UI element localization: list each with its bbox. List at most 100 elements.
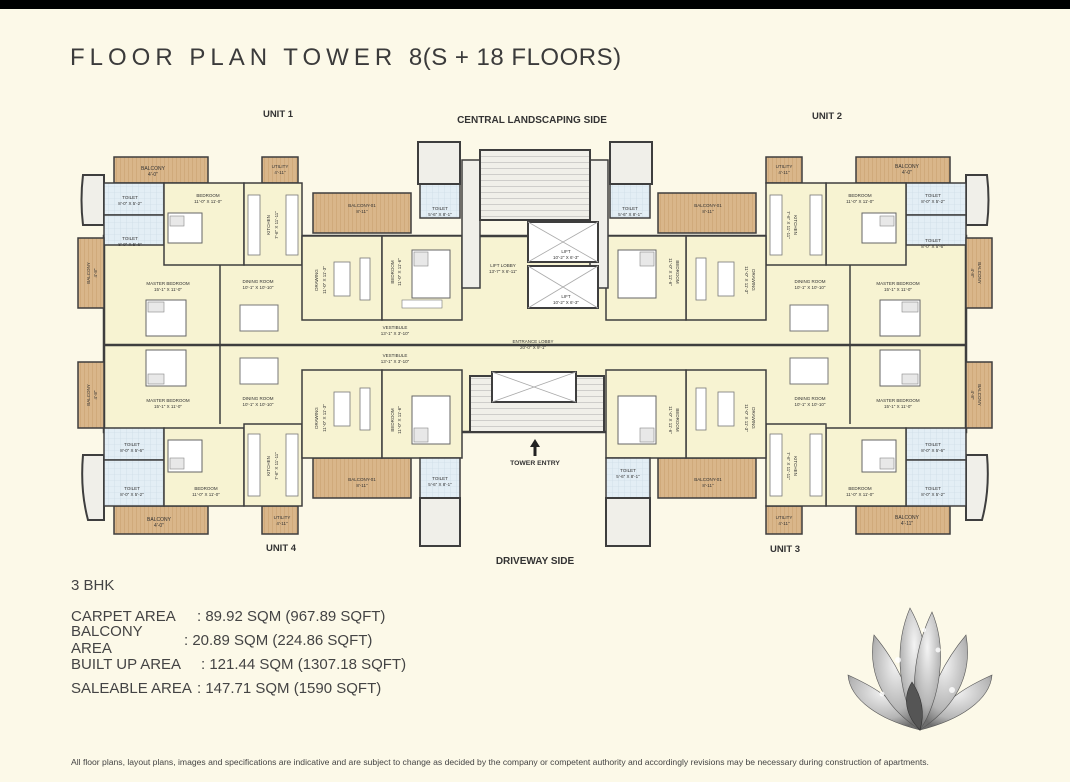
unit4-bedroom2-label: BEDROOM xyxy=(390,408,395,432)
unit4-toilet1-dim: 8'-0" X 5'-6" xyxy=(120,448,144,453)
unit2-bedroom2-dim: 11'-0" X 11'-6" xyxy=(668,258,673,286)
unit2-drawing-label: DRAWING xyxy=(751,269,756,291)
unit3-toilet3-label: TOILET xyxy=(620,468,636,473)
unit1-toilet1-dim: 8'-0" X 5'-2" xyxy=(118,201,142,206)
unit3-utility-dim: 4'-11" xyxy=(778,521,790,526)
unit2-side-balcony-dim: 4'-8" xyxy=(970,269,975,278)
unit4-kitchen-label: KITCHEN xyxy=(266,456,271,476)
unit-3: BALCONY 4'-11" TOILET 8'-0" X 5'-6" TOIL… xyxy=(605,345,993,547)
unit-label-3: UNIT 3 xyxy=(770,544,800,555)
unit4-toilet3-label: TOILET xyxy=(432,476,448,481)
unit3-balcony01-label: BALCONY-01 xyxy=(694,477,722,482)
spec-label: BUILT UP AREA xyxy=(71,655,182,673)
unit1-bedroom-dim: 11'-0" X 11'-0" xyxy=(194,199,222,204)
unit2-bedroom2-label: BEDROOM xyxy=(675,260,680,284)
title-number: 8 xyxy=(408,44,423,71)
unit4-side-balcony-dim: 4'-8" xyxy=(93,390,98,399)
unit-label-1: UNIT 1 xyxy=(263,109,294,120)
spec-row-built-up: BUILT UP AREA : 121.44 SQM (1307.18 SQFT… xyxy=(71,652,406,676)
unit3-dining-dim: 10'-1" X 10'-10" xyxy=(795,402,826,407)
disclaimer-text: All floor plans, layout plans, images an… xyxy=(71,757,929,767)
entrance-lobby-dim: 20'-0" X 9'-1" xyxy=(520,345,546,350)
unit1-balcony01-label: BALCONY-01 xyxy=(348,203,376,208)
unit4-vestibule-dim: 13'-1" X 3'-10" xyxy=(381,359,410,364)
unit3-balcony-dim: 4'-11" xyxy=(901,521,914,527)
spec-label: SALEABLE AREA xyxy=(71,679,192,697)
unit4-kitchen-dim: 7'-6" X 11'-11" xyxy=(274,452,279,480)
spec-row-saleable: SALEABLE AREA : 147.71 SQM (1590 SQFT) xyxy=(71,676,406,700)
unit3-toilet2-label: TOILET xyxy=(925,486,941,491)
unit3-bedroom-label: BEDROOM xyxy=(848,486,872,491)
unit3-drawing-dim: 11'-0" X 11'-3" xyxy=(744,404,749,432)
unit1-master-bedroom-label: MASTER BEDROOM xyxy=(146,281,190,286)
unit1-balcony01-dim: 8'-11" xyxy=(356,209,368,214)
top-bar xyxy=(0,0,1070,9)
unit1-dining-label: DINING ROOM xyxy=(243,279,274,284)
unit1-kitchen-dim: 7'-6" X 11'-11" xyxy=(274,211,279,239)
specs-section: 3 BHK CARPET AREA : 89.92 SQM (967.89 SQ… xyxy=(71,577,406,700)
unit-label-4: UNIT 4 xyxy=(266,543,297,554)
unit-4: BALCONY 4'-0" TOILET 8'-0" X 5'-6" TOILE… xyxy=(77,345,463,547)
unit3-master-bedroom-dim: 15'-1" X 11'-0" xyxy=(884,404,912,409)
unit2-toilet3-dim: 5'-6" X 8'-1" xyxy=(618,212,642,217)
unit4-balcony-label: BALCONY xyxy=(147,517,172,523)
unit3-kitchen-dim: 7'-6" X 11'-11" xyxy=(786,452,791,480)
unit-label-2: UNIT 2 xyxy=(812,111,842,122)
unit2-utility-dim: 4'-11" xyxy=(778,170,790,175)
title-suffix: (S + 18 FLOORS) xyxy=(422,44,622,71)
unit2-balcony01-dim: 8'-11" xyxy=(702,209,714,214)
unit2-kitchen-label: KITCHEN xyxy=(793,215,798,235)
unit1-bedroom-label: BEDROOM xyxy=(196,193,220,198)
lift1-dim: 10'-2" X 6'-3" xyxy=(553,255,579,260)
unit2-bedroom-dim: 11'-0" X 11'-0" xyxy=(846,199,874,204)
unit2-drawing-dim: 11'-0" X 11'-3" xyxy=(744,266,749,294)
unit3-balcony01-dim: 8'-11" xyxy=(702,483,714,488)
unit2-kitchen-dim: 7'-6" X 11'-11" xyxy=(786,211,791,239)
unit4-drawing-label: DRAWING xyxy=(314,407,319,429)
lotus-flower-image xyxy=(847,607,993,731)
spec-label: CARPET AREA xyxy=(71,607,176,625)
unit3-toilet2-dim: 8'-0" X 5'-2" xyxy=(921,492,945,497)
unit4-toilet1-label: TOILET xyxy=(124,442,140,447)
unit2-toilet2-label: TOILET xyxy=(925,238,941,243)
unit3-drawing-label: DRAWING xyxy=(751,407,756,429)
unit2-dining-label: DINING ROOM xyxy=(795,279,826,284)
unit-2: BALCONY 4'-0" TOILET 8'-0" X 5'-2" TOILE… xyxy=(605,156,993,345)
unit4-toilet2-label: TOILET xyxy=(124,486,140,491)
lift-lobby-dim: 13'-7" X 6'-11" xyxy=(489,269,517,274)
side-label-top: CENTRAL LANDSCAPING SIDE xyxy=(457,115,607,126)
lift1-label: LIFT xyxy=(561,249,571,254)
spec-value: : 20.89 SQM (224.86 SQFT) xyxy=(184,631,373,649)
unit1-toilet2-label: TOILET xyxy=(122,236,138,241)
unit1-vestibule-dim: 13'-1" X 3'-10" xyxy=(381,331,410,336)
unit3-master-bedroom-label: MASTER BEDROOM xyxy=(876,398,920,403)
unit4-utility-label: UTILITY xyxy=(274,515,291,520)
unit2-toilet1-label: TOILET xyxy=(925,193,941,198)
unit1-drawing-label: DRAWING xyxy=(314,269,319,291)
unit4-balcony01-label: BALCONY-01 xyxy=(348,477,376,482)
unit1-toilet2-dim: 8'-0" X 5'-6" xyxy=(118,242,142,247)
lift-lobby-label: LIFT LOBBY xyxy=(490,263,515,268)
unit3-toilet1-dim: 8'-0" X 5'-6" xyxy=(921,448,945,453)
unit3-bedroom2-dim: 11'-0" X 11'-6" xyxy=(668,406,673,434)
unit1-side-balcony-label: BALCONY xyxy=(86,262,91,284)
spec-row-carpet: CARPET AREA : 89.92 SQM (967.89 SQFT) xyxy=(71,604,406,628)
unit4-vestibule-label: VESTIBULE xyxy=(383,353,408,358)
unit1-balcony-label: BALCONY xyxy=(141,166,166,172)
unit2-master-bedroom-dim: 15'-1" X 11'-0" xyxy=(884,287,912,292)
unit4-toilet3-dim: 5'-6" X 8'-1" xyxy=(428,482,452,487)
side-label-bottom: DRIVEWAY SIDE xyxy=(496,556,575,567)
unit1-toilet3-label: TOILET xyxy=(432,206,448,211)
unit3-dining-label: DINING ROOM xyxy=(795,396,826,401)
unit4-side-balcony-label: BALCONY xyxy=(86,384,91,406)
title-text: FLOOR PLAN TOWER xyxy=(70,44,398,71)
unit2-toilet2-dim: 8'-0" X 5'-6" xyxy=(921,244,945,249)
unit2-balcony-dim: 4'-0" xyxy=(902,170,912,176)
unit1-bedroom2-label: BEDROOM xyxy=(390,260,395,284)
spec-label: BALCONY AREA xyxy=(71,623,143,657)
unit1-bedroom2-dim: 11'-0" X 11'-6" xyxy=(397,258,402,286)
unit1-dining-dim: 10'-1" X 10'-10" xyxy=(243,285,274,290)
unit1-master-bedroom-dim: 15'-1" X 11'-0" xyxy=(154,287,182,292)
unit1-balcony-dim: 4'-0" xyxy=(148,172,158,178)
unit4-bedroom2-dim: 11'-0" X 11'-6" xyxy=(397,406,402,434)
